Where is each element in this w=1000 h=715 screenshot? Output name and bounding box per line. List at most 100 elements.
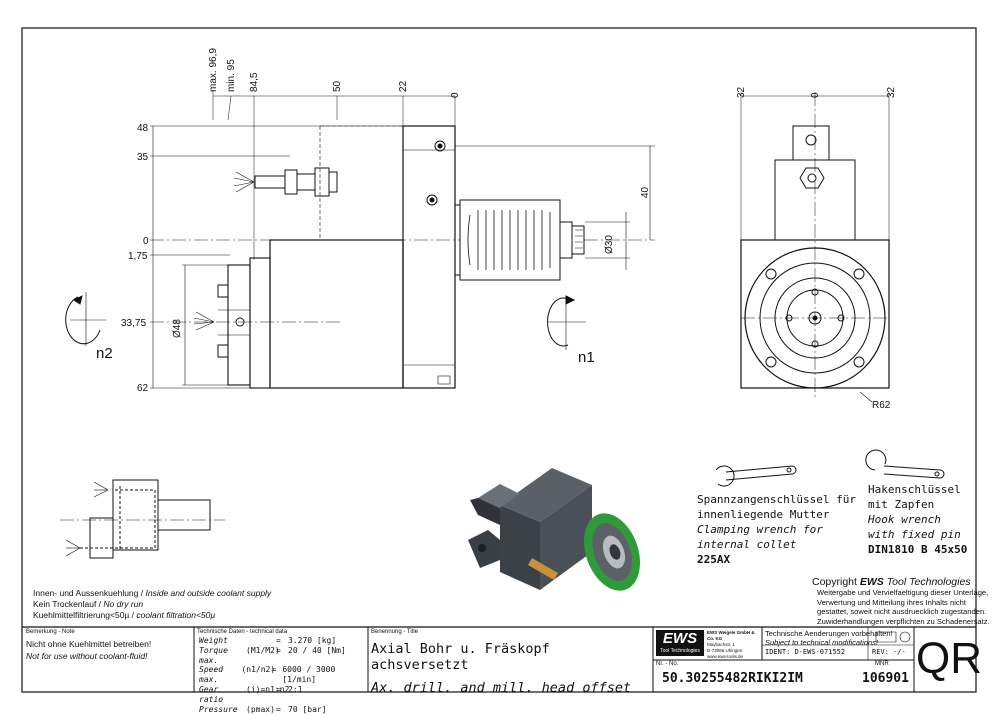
copyright-l1: Weitergabe und Vervielfaeltigung dieser … <box>817 588 989 597</box>
changes-de: Technische Aenderungen vorbehalten! <box>765 629 893 638</box>
tech-data-label: Technische Daten - technical data <box>197 629 288 635</box>
product-render <box>468 468 641 591</box>
hook-wrench-l1: Hakenschlüssel <box>868 483 961 496</box>
tech-row-symbol: (M1/M2) <box>246 645 280 655</box>
dim-r62: R62 <box>872 400 891 411</box>
sheet-size-qr: QR <box>916 634 982 683</box>
part-number: 50.30255482RIKI2IM <box>662 671 803 686</box>
rotation-n1 <box>547 295 586 350</box>
tech-data-table: Weight=3.270 [kg] Torque max.(M1/M2)=20 … <box>197 636 365 714</box>
hook-wrench-l4: with fixed pin <box>868 528 961 541</box>
coolant-line-2: Kein Trockenlauf / <box>33 599 104 609</box>
ews-logo-cell: EWS Tool Technologies EWS Weigele GmbH &… <box>656 630 760 660</box>
tech-row-name: Speed max. <box>199 665 224 685</box>
coolant-notes: Innen- und Aussenkuehlung / Inside and o… <box>33 588 271 621</box>
tech-row-name: Torque max. <box>199 645 228 665</box>
dim-0-side: 0 <box>810 92 821 98</box>
tech-row-name: Weight <box>199 636 228 645</box>
dim-dia-30: Ø30 <box>604 235 615 254</box>
coolant-line-1: Innen- und Aussenkuehlung / <box>33 588 146 598</box>
part-no-label: Nr. - No. <box>656 661 679 667</box>
tech-row: Speed max.(n1/n2)=6000 / 3000 [1/min] <box>197 665 365 685</box>
tech-row-symbol: (n1/n2) <box>241 665 276 675</box>
hook-wrench-l2: mit Zapfen <box>868 498 935 511</box>
tech-row-value: 2:1 <box>288 684 303 694</box>
rev-field: REV: -/- <box>872 648 906 656</box>
title-de: Axial Bohr u. Fräskopf achsversetzt <box>371 641 550 673</box>
sheet-border <box>21 27 977 693</box>
dim-84-5: 84,5 <box>249 72 260 92</box>
dim-min-95: min. 95 <box>226 59 237 92</box>
tech-row-eq: = <box>276 645 281 655</box>
clamping-wrench-l4: internal collet <box>697 538 797 551</box>
clamping-wrench-l2: innenliegende Mutter <box>697 508 830 521</box>
ident-field: IDENT: D-EWS-071552 <box>765 648 846 656</box>
tech-data-cell: Technische Daten - technical data Weight… <box>197 629 365 714</box>
company-street: Maybachstr. 1 <box>707 642 736 647</box>
side-view: 32 0 32 R62 <box>736 86 897 411</box>
ews-logo: EWS Tool Technologies <box>656 630 704 656</box>
title-block-grid <box>22 626 976 692</box>
remark-en: Not for use without coolant-fluid! <box>26 651 148 661</box>
tech-row-symbol: (pmax) <box>246 704 275 714</box>
coolant-schematic <box>60 479 225 559</box>
dim-50: 50 <box>332 80 343 92</box>
mnr-number: 106901 <box>862 671 909 686</box>
dim-40: 40 <box>640 186 651 198</box>
dim-35: 35 <box>137 152 149 163</box>
tech-row-eq: = <box>276 636 281 645</box>
copyright-brand: EWS <box>859 576 884 588</box>
copyright-suffix: Tool Technologies <box>883 576 971 588</box>
tech-row-name: Gear ratio <box>199 684 224 704</box>
tech-row-eq: = <box>276 704 281 714</box>
dim-0-left: 0 <box>143 236 149 247</box>
clamping-wrench-sketch <box>715 465 797 487</box>
title-label: Benennung - Title <box>371 629 419 635</box>
dim-33-75: 33,75 <box>121 318 146 329</box>
tech-row: Torque max. (M1/M2)= 20 / 40 [Nm] <box>197 646 365 666</box>
tech-row-eq: = <box>276 684 281 694</box>
title-cell: Benennung - Title Axial Bohr u. Fräskopf… <box>371 629 651 696</box>
tech-row: Weight = 3.270 [kg] <box>197 636 365 646</box>
ews-logo-text: EWS <box>662 630 698 647</box>
mnr-label: MNR <box>875 661 889 667</box>
company-address: EWS Weigele GmbH & Co. KG Maybachstr. 1 … <box>707 630 760 660</box>
coolant-line-3: Kuehlmittelfiltrierung<50µ / <box>33 610 137 620</box>
coolant-line-2-en: No dry run <box>103 599 144 609</box>
title-en: Ax. drill. and mill. head offset <box>371 680 632 696</box>
tech-row-name: Pressure <box>199 704 238 714</box>
copyright-l4: Zuwiderhandlungen verpflichten zu Schade… <box>817 616 990 626</box>
clamping-wrench-l3: Clamping wrench for <box>697 523 823 536</box>
front-view: max. 96,9 min. 95 84,5 50 22 0 48 35 0 1… <box>65 48 655 394</box>
copyright-l2: Verwertung und Mitteilung ihres Inhalts … <box>817 597 967 607</box>
hook-wrench-code: DIN1810 B 45x50 <box>868 543 968 556</box>
company-web: www.ews-tools.de <box>707 654 744 659</box>
changes-note: Technische Aenderungen vorbehalten! Subj… <box>765 629 893 647</box>
hook-wrench-note: Hakenschlüssel mit Zapfen Hook wrench wi… <box>868 482 967 557</box>
dim-32-left: 32 <box>736 86 747 98</box>
tech-row-value: 20 / 40 [Nm] <box>288 645 346 655</box>
dim-48: 48 <box>137 123 149 134</box>
dim-62: 62 <box>137 383 149 394</box>
dim-max-96-9: max. 96,9 <box>208 48 219 92</box>
changes-en: Subject to technical modifications! <box>765 638 878 647</box>
dim-32-right: 32 <box>886 86 897 98</box>
tech-row-value: 3.270 [kg] <box>288 636 337 645</box>
copyright-l3: gestattet, soweit nicht ausdruecklich zu… <box>817 607 987 616</box>
tech-row-eq: = <box>271 665 277 675</box>
tech-row: Gear ratio(i)=n1:n2=2:1 <box>197 685 365 705</box>
remark-cell: Bemerkung - Note Nicht ohne Kuehlmittel … <box>26 629 191 661</box>
hook-wrench-l3: Hook wrench <box>868 513 941 526</box>
clamping-wrench-code: 225AX <box>697 553 731 566</box>
tech-row-value: 70 [bar] <box>288 704 327 714</box>
copyright-prefix: Copyright <box>812 576 860 588</box>
label-n1: n1 <box>578 349 595 366</box>
rotation-n2 <box>65 292 106 346</box>
dim-1-75: 1,75 <box>128 251 148 262</box>
copyright-notice: Copyright EWS Tool Technologies Weiterga… <box>812 576 990 626</box>
dim-dia-48: Ø48 <box>172 319 183 338</box>
company-city: D-73066 Uhingen <box>707 648 743 653</box>
label-n2: n2 <box>96 345 113 362</box>
